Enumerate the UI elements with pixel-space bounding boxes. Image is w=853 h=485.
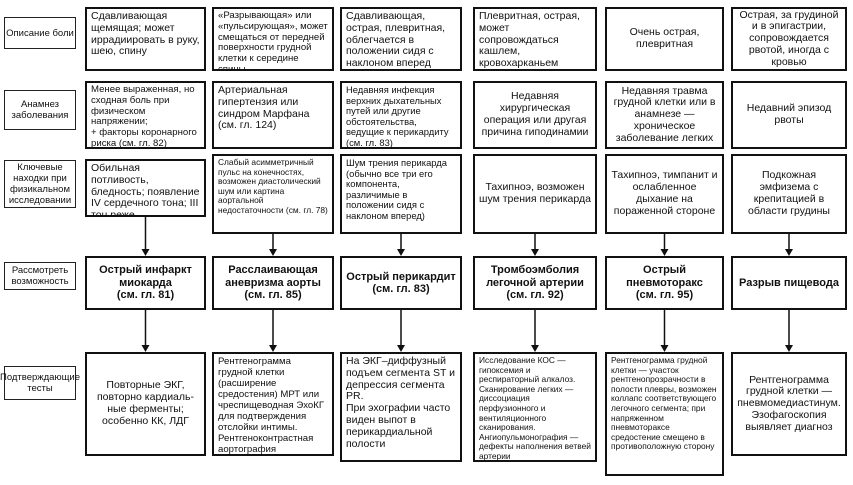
- col3-pain: Сдавливающая, острая, плевритная, облегч…: [340, 7, 462, 71]
- col4-tests: Исследование КОС — гипоксемия и респират…: [473, 352, 597, 462]
- col3-arrow-to-diagnosis: [397, 234, 405, 256]
- col2-pain: «Разрывающая» или «пульсирующая», может …: [212, 7, 334, 71]
- col5-exam: Тахипноэ, тимпанит и ослабленное дыхание…: [605, 154, 724, 234]
- col4-pain: Плевритная, острая, может сопровождаться…: [473, 7, 597, 71]
- col5-arrow-to-diagnosis: [660, 234, 669, 256]
- row-label-consider: Рассмотреть возможность: [4, 262, 76, 290]
- col3-arrow-to-tests: [397, 310, 405, 352]
- col1-arrow-to-tests: [141, 310, 150, 352]
- col6-diagnosis: Разрыв пищевода: [731, 256, 847, 310]
- col6-exam: Подкожная эмфизема с крепитацией в облас…: [731, 154, 847, 234]
- col1-diagnosis: Острый инфаркт миокарда (см. гл. 81): [85, 256, 206, 310]
- col6-arrow-to-tests: [785, 310, 793, 352]
- col3-tests: На ЭКГ–диффузный подъем сегмента ST и де…: [340, 352, 462, 462]
- col4-diagnosis: Тромбоэмболия легочной артерии (см. гл. …: [473, 256, 597, 310]
- col2-diagnosis: Расслаивающая аневризма аорты (см. гл. 8…: [212, 256, 334, 310]
- col2-arrow-to-tests: [269, 310, 277, 352]
- col5-history: Недавняя травма грудной клетки или в ана…: [605, 81, 724, 149]
- col4-arrow-to-diagnosis: [531, 234, 539, 256]
- row-label-exam: Ключевые находки при физикальном исследо…: [4, 160, 76, 208]
- col6-tests: Рентгенограмма грудной клетки — пневмоме…: [731, 352, 847, 456]
- col5-tests: Рентгенограмма грудной клетки — участок …: [605, 352, 724, 476]
- col5-pain: Очень острая, плевритная: [605, 7, 724, 71]
- row-label-pain: Описание боли: [4, 17, 76, 49]
- col3-exam: Шум трения перикарда (обычно все три его…: [340, 154, 462, 234]
- col3-history: Недавняя инфекция верхних дыхательных пу…: [340, 81, 462, 149]
- col1-pain: Сдавливающая щемящая; может иррадиироват…: [85, 7, 206, 71]
- col1-exam: Обильная потливость, бледность; появлени…: [85, 159, 206, 217]
- col3-diagnosis: Острый перикардит (см. гл. 83): [340, 256, 462, 310]
- col2-exam: Слабый асимметричный пульс на конечностя…: [212, 154, 334, 234]
- col4-arrow-to-tests: [531, 310, 539, 352]
- col6-pain: Острая, за грудиной и в эпигастрии, сопр…: [731, 7, 847, 71]
- col4-history: Недавняя хирургическая операция или друг…: [473, 81, 597, 149]
- col6-arrow-to-diagnosis: [785, 234, 793, 256]
- col2-arrow-to-diagnosis: [269, 234, 277, 256]
- col1-tests: Повторные ЭКГ, повторно кардиаль-ные фер…: [85, 352, 206, 456]
- col4-exam: Тахипноэ, возможен шум трения перикарда: [473, 154, 597, 234]
- col6-history: Недавний эпизод рвоты: [731, 81, 847, 149]
- row-label-history: Анамнез заболевания: [4, 90, 76, 130]
- col5-arrow-to-tests: [660, 310, 669, 352]
- col2-history: Артериальная гипертензия или синдром Мар…: [212, 81, 334, 149]
- col5-diagnosis: Острый пневмоторакс (см. гл. 95): [605, 256, 724, 310]
- row-label-tests: Подтверждающие тесты: [0, 366, 80, 400]
- col2-tests: Рентгенограмма грудной клетки (расширени…: [212, 352, 334, 456]
- col1-arrow-to-diagnosis: [141, 217, 150, 256]
- col1-history: Менее выраженная, но сходная боль при фи…: [85, 81, 206, 149]
